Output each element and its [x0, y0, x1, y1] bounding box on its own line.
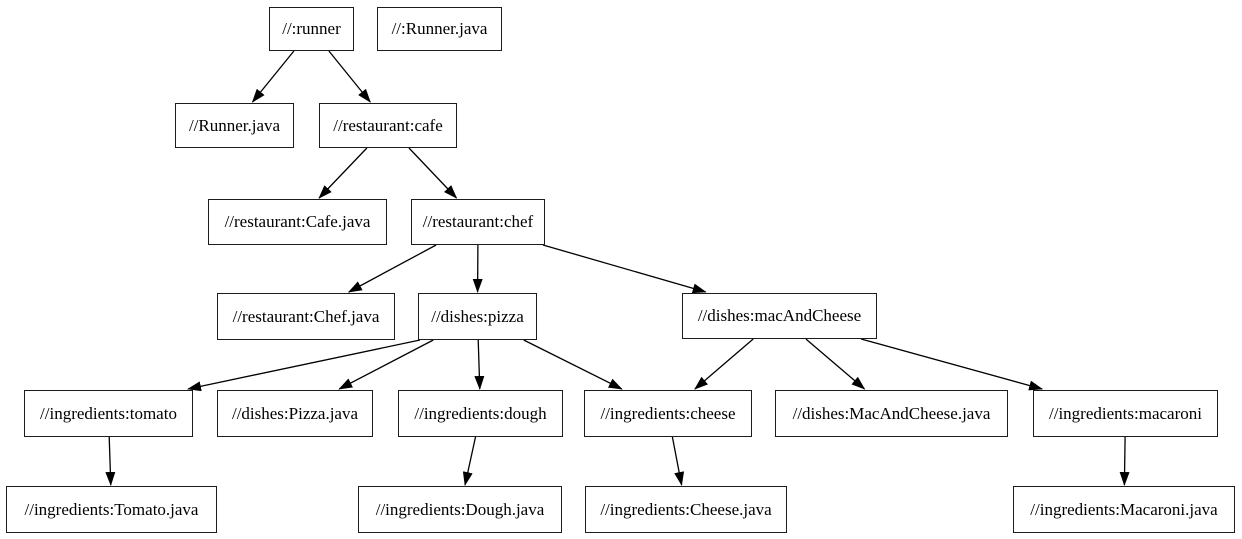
node-pizza-java: //dishes:Pizza.java [217, 390, 373, 437]
node-tomato: //ingredients:tomato [24, 390, 193, 437]
node-cheese-java: //ingredients:Cheese.java [585, 486, 787, 533]
node-runner-java: //Runner.java [175, 103, 294, 148]
node-cheese: //ingredients:cheese [584, 390, 752, 437]
node-chef-java: //restaurant:Chef.java [217, 293, 395, 340]
node-chef: //restaurant:chef [411, 199, 545, 245]
node-mac-and-cheese: //dishes:macAndCheese [682, 293, 877, 339]
node-tomato-java: //ingredients:Tomato.java [6, 486, 217, 533]
node-cafe: //restaurant:cafe [319, 103, 457, 148]
node-mac-and-cheese-java: //dishes:MacAndCheese.java [775, 390, 1008, 437]
node-cafe-java: //restaurant:Cafe.java [208, 199, 387, 245]
node-dough-java: //ingredients:Dough.java [358, 486, 562, 533]
node-runner: //:runner [269, 7, 354, 51]
node-macaroni-java: //ingredients:Macaroni.java [1013, 486, 1235, 533]
node-pizza: //dishes:pizza [418, 293, 537, 340]
node-dough: //ingredients:dough [398, 390, 563, 437]
node-runner-java-src: //:Runner.java [377, 7, 502, 51]
node-macaroni: //ingredients:macaroni [1033, 390, 1218, 437]
